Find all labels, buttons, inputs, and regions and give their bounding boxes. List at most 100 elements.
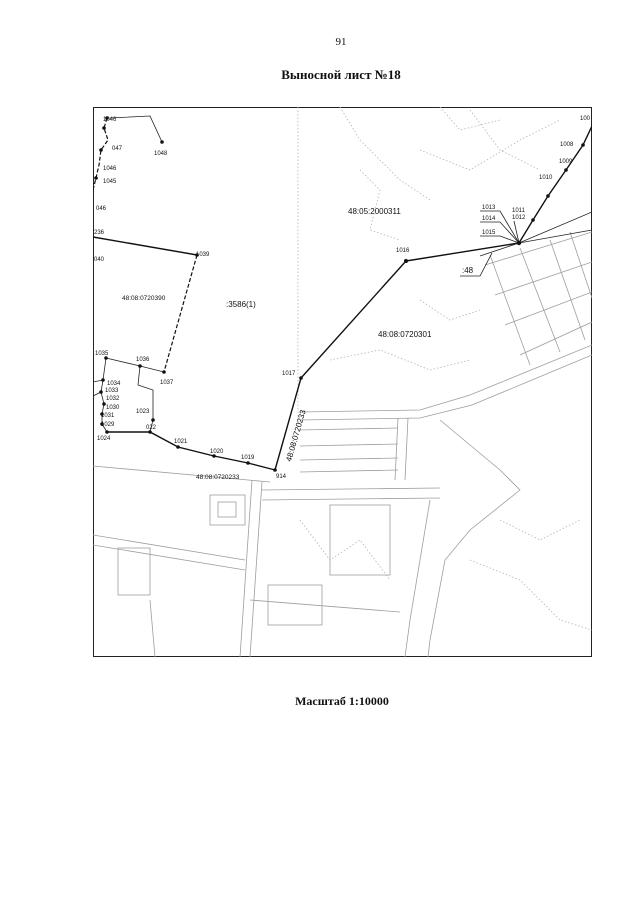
- point-label: 1012: [512, 215, 526, 221]
- road-line: [504, 291, 592, 326]
- point-label: 1024: [97, 436, 111, 442]
- building-outline: [267, 584, 323, 626]
- point-label: 1015: [482, 230, 496, 236]
- road-line: [519, 321, 592, 356]
- boundary-line: [300, 260, 407, 379]
- boundary-vertex: [546, 194, 550, 198]
- point-label: 1046: [103, 166, 117, 172]
- road-line: [249, 599, 401, 613]
- point-label: 1023: [136, 409, 150, 415]
- leader-line: [480, 210, 520, 244]
- contour-line: [359, 169, 401, 241]
- contour-line: [419, 299, 481, 321]
- boundary-line: [274, 377, 302, 471]
- point-label: 1030: [106, 405, 120, 411]
- road-edge: [479, 242, 520, 257]
- boundary-vertex: [195, 253, 199, 257]
- leader-line: [460, 252, 493, 277]
- boundary-vertex: [100, 412, 104, 416]
- boundary-vertex: [162, 370, 166, 374]
- contour-line: [339, 107, 431, 201]
- boundary-vertex: [160, 140, 164, 144]
- point-label: 040: [94, 257, 105, 263]
- building-outline: [329, 504, 391, 576]
- road-line: [394, 417, 399, 481]
- road-line: [569, 231, 592, 299]
- boundary-vertex: [176, 445, 180, 449]
- point-label: 914: [276, 474, 287, 480]
- point-label: 1033: [105, 388, 119, 394]
- leader-line: [480, 235, 520, 244]
- point-label: 1016: [396, 248, 410, 254]
- point-label: 022: [146, 425, 157, 431]
- point-label: 1013: [482, 205, 496, 211]
- road-line: [519, 247, 561, 353]
- parcel-label: 48:05:2000311: [348, 207, 401, 216]
- point-label: 1031: [101, 413, 115, 419]
- point-label: 1010: [539, 175, 553, 181]
- road-line: [93, 465, 271, 483]
- road-line: [549, 239, 586, 341]
- road-line: [261, 497, 441, 501]
- road-line: [299, 443, 399, 447]
- road-line: [484, 231, 592, 266]
- parcel-label: :48: [462, 266, 474, 275]
- boundary-line: [93, 236, 198, 256]
- boundary-line: [163, 254, 198, 373]
- road-line: [299, 354, 592, 421]
- point-label: 1008: [560, 142, 574, 148]
- boundary-vertex: [564, 168, 568, 172]
- road-line: [261, 487, 441, 491]
- boundary-vertex: [99, 148, 103, 152]
- boundary-vertex: [104, 356, 108, 360]
- parcel-label: 48:08:0720233: [196, 474, 240, 481]
- point-label: 047: [112, 146, 123, 152]
- boundary-vertex: [99, 390, 103, 394]
- point-label: 1011: [512, 208, 526, 214]
- boundary-vertex: [516, 240, 522, 246]
- contour-line: [469, 559, 592, 631]
- contour-line: [469, 109, 541, 171]
- point-label: 1034: [107, 381, 121, 387]
- point-label: 1036: [136, 357, 150, 363]
- point-label: 1029: [101, 422, 115, 428]
- road-line: [494, 261, 592, 296]
- boundary-line: [405, 242, 520, 262]
- contour-line: [499, 519, 581, 541]
- boundary-layer: [93, 115, 592, 471]
- boundary-vertex: [299, 376, 303, 380]
- point-label: 1032: [106, 396, 120, 402]
- road-line: [299, 427, 399, 431]
- point-label: 1037: [160, 380, 174, 386]
- road-line: [299, 469, 399, 473]
- parcel-label: 48:08:0720390: [122, 295, 166, 302]
- point-label: 1020: [210, 449, 224, 455]
- road-line: [404, 417, 409, 481]
- parcel-label: 48:08:0720301: [378, 330, 432, 339]
- boundary-line: [137, 365, 154, 433]
- boundary-line: [109, 115, 163, 143]
- boundary-vertex: [101, 378, 105, 382]
- page-title: Выносной лист №18: [281, 67, 401, 82]
- boundary-vertex: [105, 116, 109, 120]
- point-label: 1017: [282, 371, 296, 377]
- boundary-line: [107, 431, 276, 471]
- point-label: 1014: [482, 216, 496, 222]
- building-outline: [217, 501, 237, 518]
- boundary-vertex: [94, 176, 98, 180]
- point-labels: 1046 047 1048 1046 1045 046 236 040 1039…: [94, 116, 591, 480]
- leader-line: [513, 220, 520, 244]
- boundary-vertex: [212, 454, 216, 458]
- road-edge: [518, 229, 592, 244]
- road-line: [299, 457, 399, 461]
- boundary-vertex: [105, 430, 109, 434]
- leader-line: [480, 221, 520, 244]
- point-label: 1035: [95, 351, 109, 357]
- boundary-vertex: [531, 218, 535, 222]
- cadastral-map: 48:05:2000311 48:08:0720390 :3586(1) 48:…: [93, 107, 592, 657]
- road-line: [489, 254, 531, 366]
- point-label: 1021: [174, 439, 188, 445]
- road-line: [93, 534, 246, 561]
- point-label: 046: [96, 206, 107, 212]
- road-line: [149, 599, 156, 657]
